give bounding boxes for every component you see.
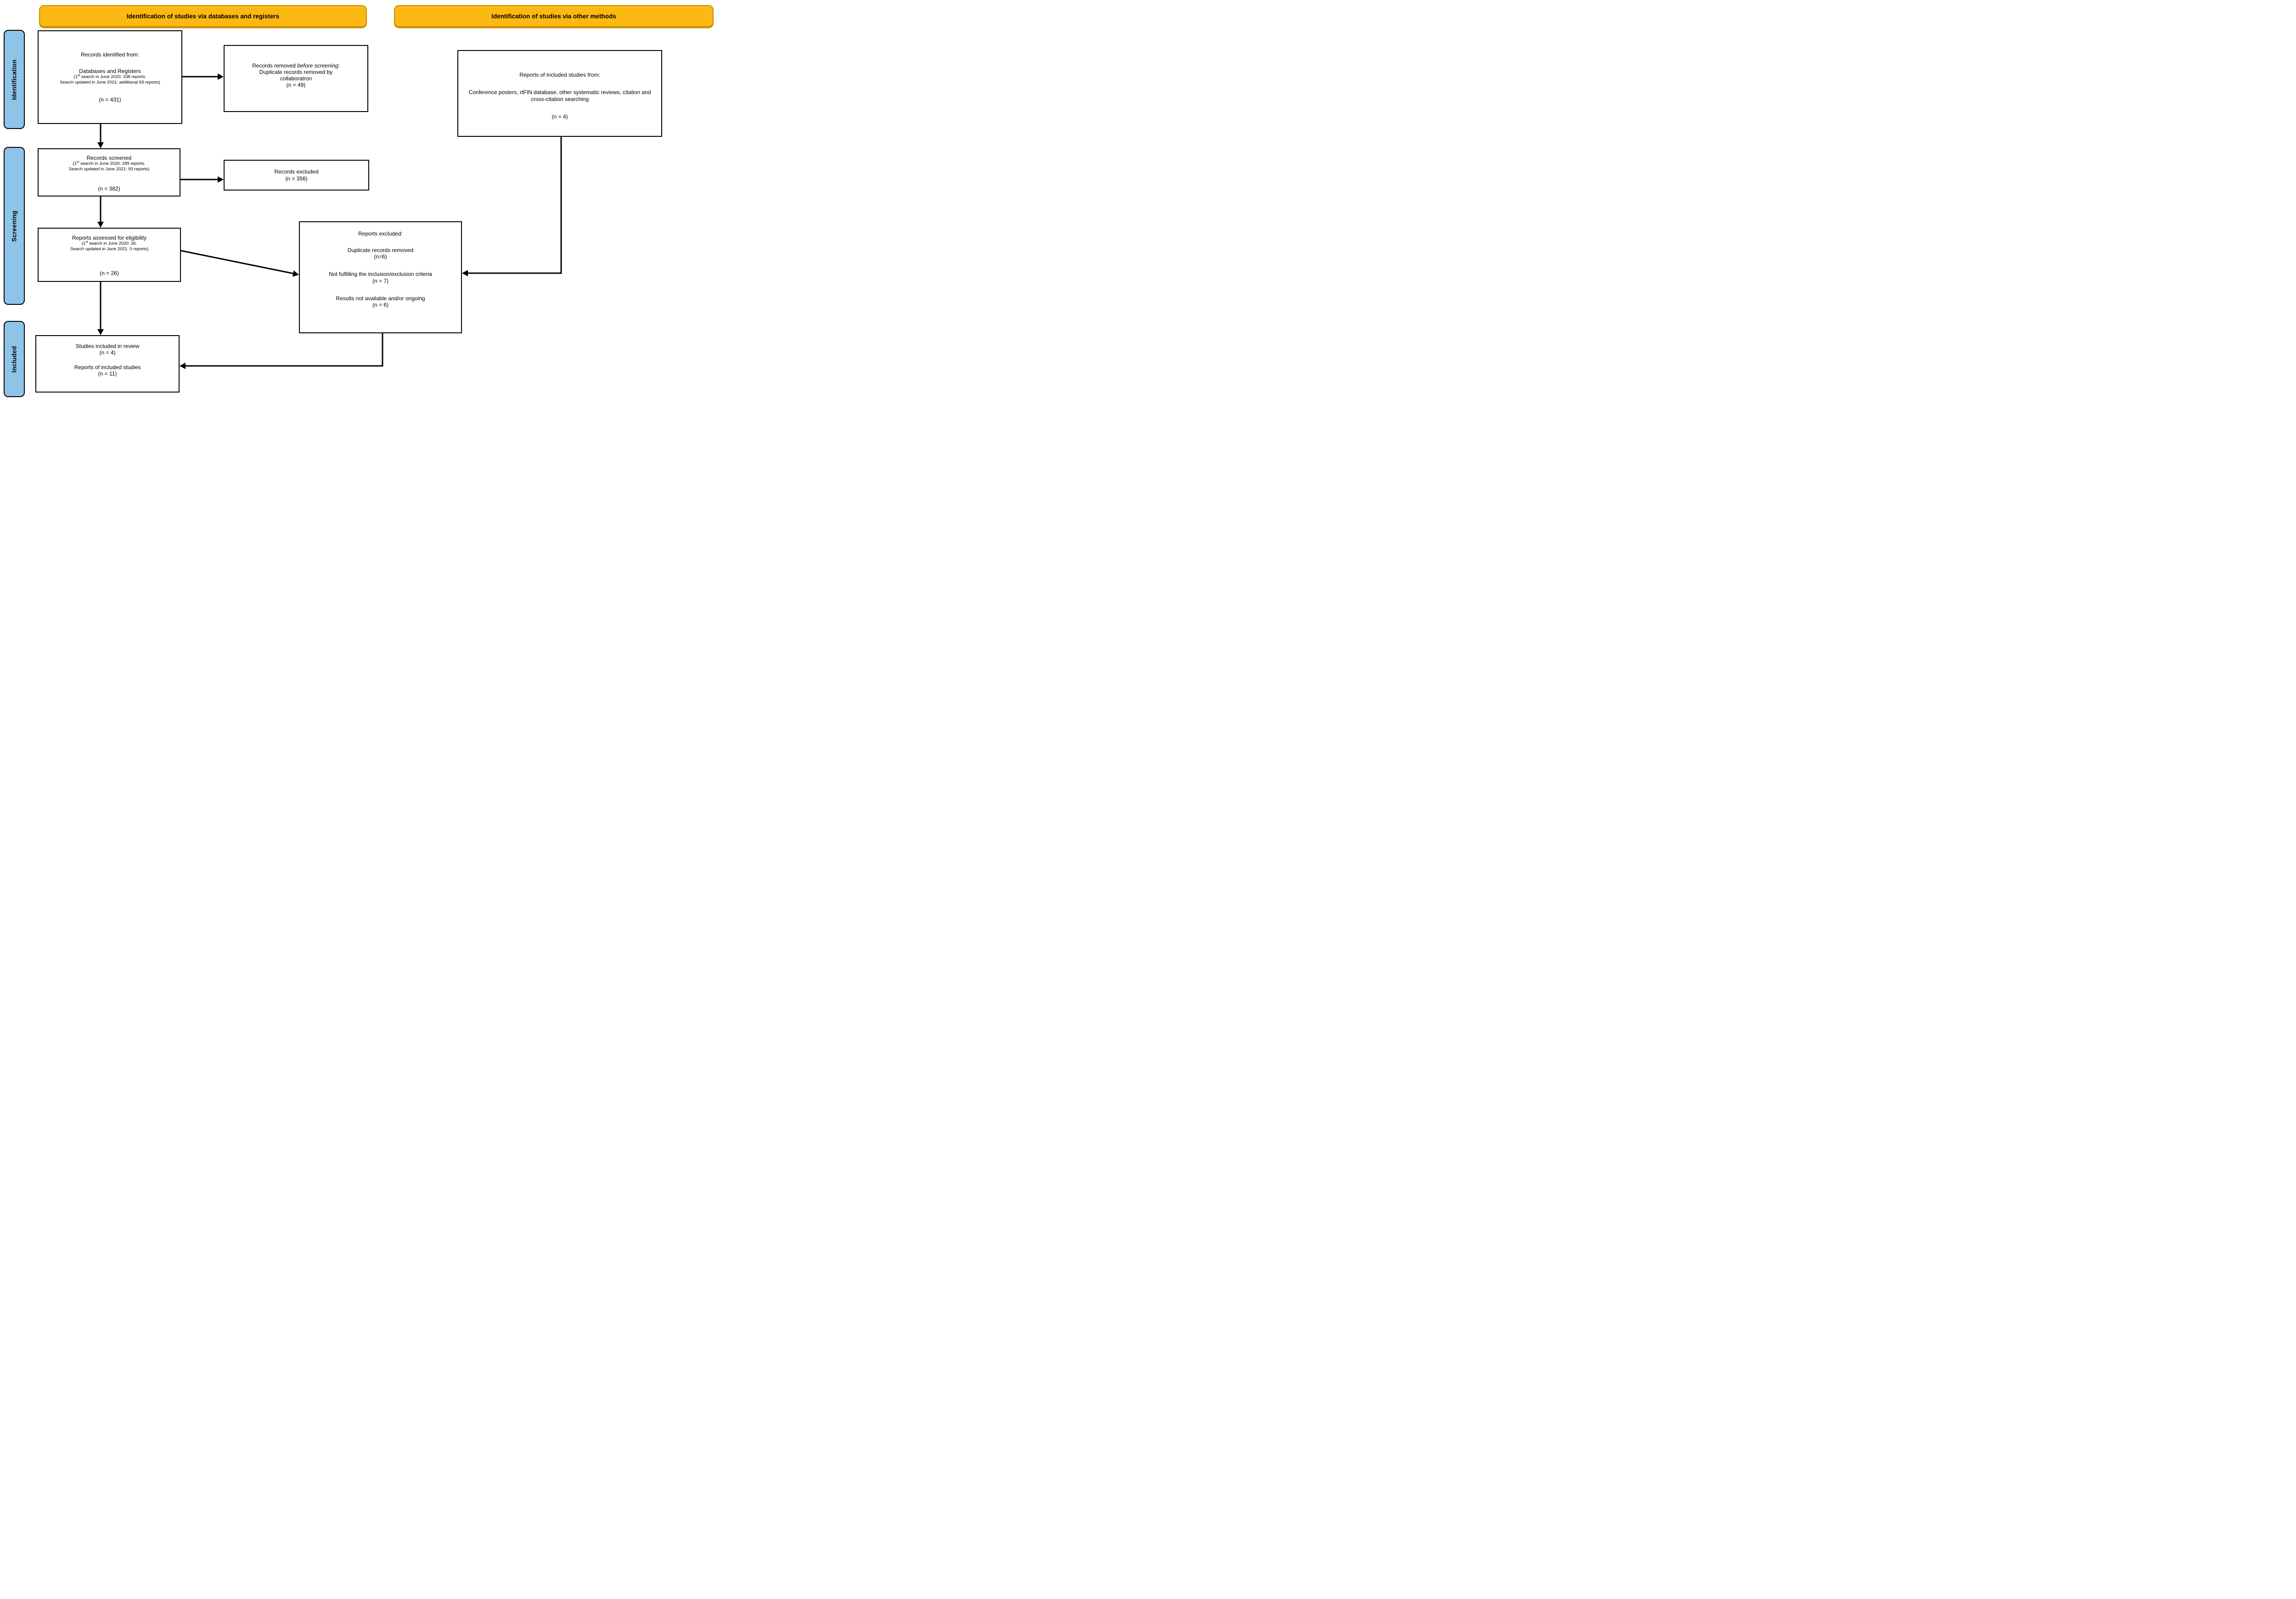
arrow-assessed-to-included <box>97 282 104 335</box>
reports-included-title: Reports of included studies <box>74 364 141 371</box>
arrow-identified-to-removed <box>182 73 224 80</box>
records-identified-detail-2: Search updated in June 2021: additional … <box>60 80 160 85</box>
reports-excluded-item3-count: (n = 6) <box>372 301 388 308</box>
box-reports-excluded: Reports excluded: Duplicate records remo… <box>299 221 462 333</box>
phase-identification: Identification <box>4 30 25 129</box>
arrow-reports-excluded-to-included <box>180 333 383 369</box>
records-identified-count: (n = 431) <box>99 96 121 103</box>
other-methods-title: Reports of included studies from: <box>519 72 600 79</box>
reports-assessed-detail-2: Search updated in June 2021: 0 reports) <box>70 247 149 252</box>
box-records-identified: Records identified from: Databases and R… <box>38 30 182 124</box>
records-removed-title: Records removed before screening: <box>252 62 340 69</box>
phase-included: Included <box>4 321 25 397</box>
phase-screening-label: Screening <box>11 210 18 241</box>
records-removed-count: (n = 49) <box>286 82 306 89</box>
arrow-identified-to-screened <box>97 124 104 148</box>
reports-excluded-item3: Results not available and/or ongoing <box>336 295 425 302</box>
banner-other-methods: Identification of studies via other meth… <box>394 5 714 27</box>
records-identified-source: Databases and Registers <box>79 68 141 75</box>
reports-assessed-count: (n = 26) <box>100 269 119 276</box>
reports-excluded-title: Reports excluded: <box>358 230 403 237</box>
records-identified-detail-1: (1st search in June 2020: 338 reports. <box>73 74 146 80</box>
reports-excluded-item1: Duplicate records removed <box>347 247 414 254</box>
banner-databases-registers-label: Identification of studies via databases … <box>126 12 280 20</box>
box-other-methods-reports: Reports of included studies from: Confer… <box>457 50 662 137</box>
records-identified-title: Records identified from: <box>81 51 139 58</box>
reports-assessed-title: Reports assessed for eligibility <box>72 235 147 241</box>
records-removed-line2: Duplicate records removed by <box>259 68 333 75</box>
arrow-screened-to-excluded <box>180 176 224 183</box>
banner-other-methods-label: Identification of studies via other meth… <box>491 12 616 20</box>
records-removed-line3: collaboratron <box>280 75 312 82</box>
studies-included-count: (n = 4) <box>99 349 116 356</box>
reports-included-count: (n = 11) <box>98 370 117 377</box>
records-screened-title: Records screened <box>86 155 132 161</box>
arrow-screened-to-assessed <box>97 196 104 228</box>
box-records-excluded: Records excluded (n = 356) <box>224 160 369 191</box>
other-methods-sources: Conference posters, rtFIN database, othe… <box>468 89 651 102</box>
records-excluded-title: Records excluded <box>274 168 319 175</box>
reports-excluded-item2-count: (n = 7) <box>372 277 388 284</box>
reports-excluded-item1-count: (n=6) <box>374 253 387 260</box>
box-records-removed: Records removed before screening: Duplic… <box>224 45 368 112</box>
studies-included-title: Studies included in review <box>75 343 140 349</box>
box-studies-included: Studies included in review (n = 4) Repor… <box>35 335 180 393</box>
reports-excluded-item2: Not fulfilling the inclusion/exclusion c… <box>329 271 432 278</box>
phase-screening: Screening <box>4 147 25 305</box>
phase-identification-label: Identification <box>11 59 18 100</box>
other-methods-count: (n = 4) <box>551 113 568 120</box>
records-screened-detail-1: (1st search in June 2020: 289 reports. <box>73 161 146 167</box>
records-screened-count: (n = 382) <box>98 185 120 192</box>
records-excluded-count: (n = 356) <box>285 175 308 182</box>
banner-databases-registers: Identification of studies via databases … <box>39 5 367 27</box>
arrow-other-methods-to-reports-excluded <box>462 137 562 276</box>
phase-included-label: Included <box>11 346 18 372</box>
arrow-assessed-to-reports-excluded <box>180 250 299 277</box>
reports-assessed-detail-1: (1st search in June 2020: 26. <box>81 241 137 247</box>
records-screened-detail-2: Search updated in June 2021: 93 reports) <box>68 167 150 172</box>
prisma-flow-diagram: Identification of studies via databases … <box>0 0 725 400</box>
box-records-screened: Records screened (1st search in June 202… <box>38 148 180 196</box>
box-reports-assessed: Reports assessed for eligibility (1st se… <box>38 228 181 282</box>
